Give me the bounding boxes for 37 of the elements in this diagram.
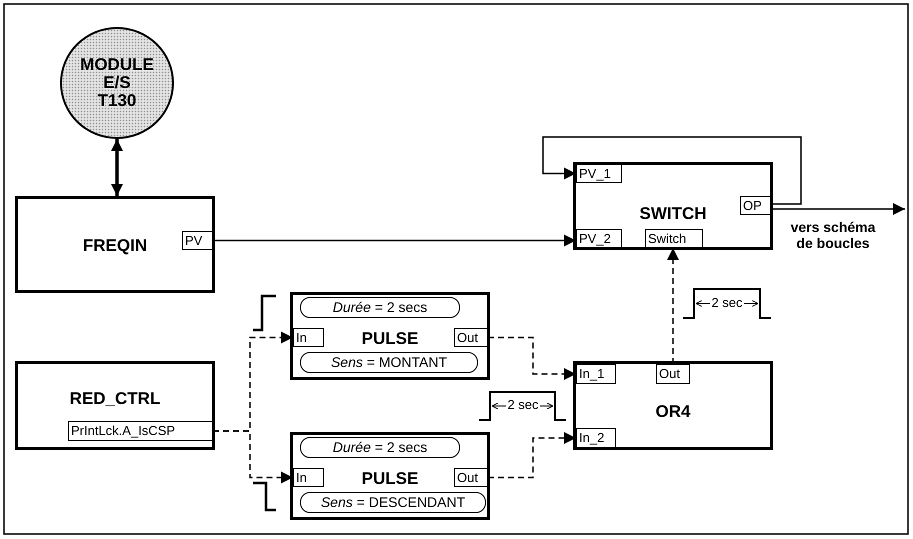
port-label: Out: [454, 328, 488, 347]
function-block: [15, 361, 215, 450]
parameter-label: Sens = MONTANT: [300, 352, 478, 373]
block-title: PULSE: [362, 329, 418, 349]
function-block: [15, 196, 215, 293]
block-title: SWITCH: [639, 204, 707, 224]
port-label: PV_2: [576, 229, 622, 248]
port-label: Switch: [645, 229, 703, 248]
arrow: [667, 248, 679, 364]
parameter-label: Durée = 2 secs: [300, 437, 460, 458]
arrow: [542, 136, 802, 205]
circle-label: MODULE E/S T130: [80, 56, 154, 110]
arrow: [111, 139, 123, 196]
port-label: In: [293, 468, 324, 487]
port-label: In_2: [576, 428, 616, 448]
port-label: In: [293, 328, 324, 347]
parameter-label: Durée = 2 secs: [300, 297, 460, 318]
duration-label: 2 sec: [710, 295, 744, 310]
port-label: OP: [740, 196, 771, 215]
function-block: [573, 162, 773, 250]
block-title: PULSE: [362, 469, 418, 489]
port-label: PV: [182, 231, 213, 250]
block-title: OR4: [656, 402, 690, 422]
parameter-label: Sens = DESCENDANT: [300, 492, 486, 513]
block-title: FREQIN: [82, 236, 148, 256]
block-title: RED_CTRL: [70, 389, 160, 409]
output-note: vers schéma de boucles: [790, 219, 876, 251]
port-label: PrIntLck.A_IsCSP: [68, 421, 213, 441]
port-label: In_1: [576, 364, 616, 384]
port-label: Out: [656, 364, 690, 384]
duration-label: 2 sec: [506, 397, 540, 412]
function-block: [290, 432, 490, 520]
function-block: [290, 292, 490, 380]
port-label: Out: [454, 468, 488, 487]
port-label: PV_1: [576, 164, 622, 183]
function-block: [573, 361, 773, 450]
arrow: [771, 203, 905, 215]
